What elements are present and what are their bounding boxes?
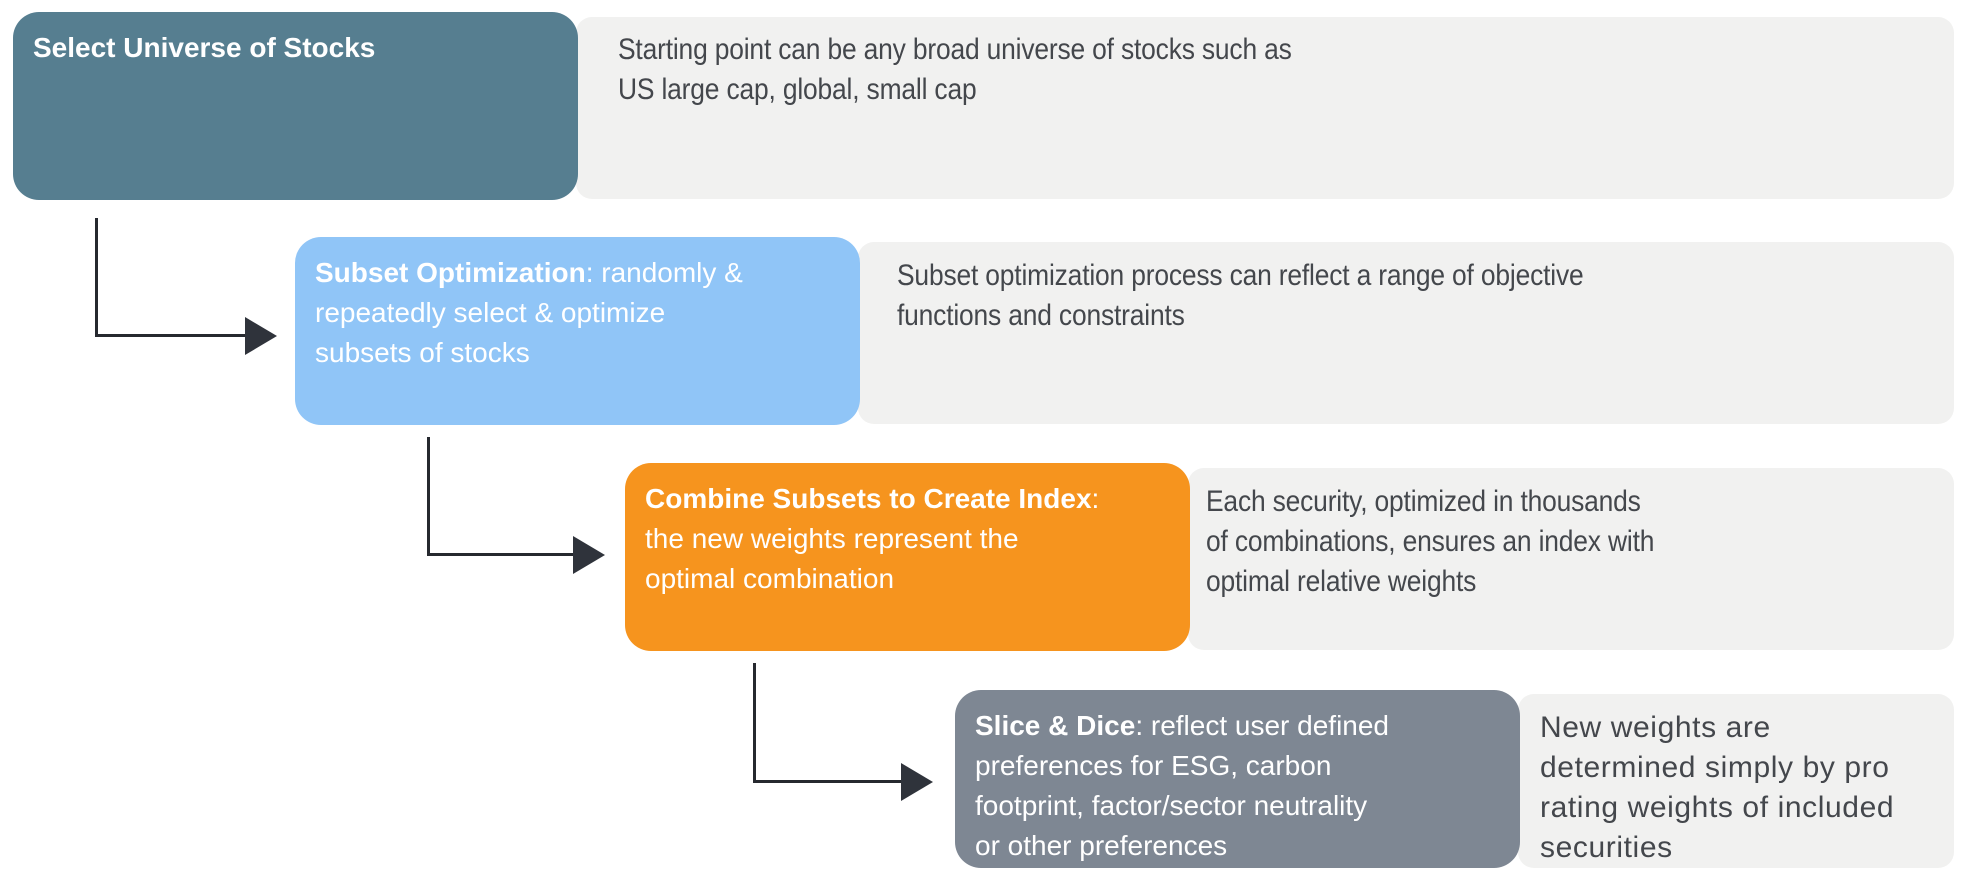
step-box-combine-subsets: Combine Subsets to Create Index: the new…: [625, 463, 1190, 651]
step-description-combine-subsets: Each security, optimized in thousands of…: [1206, 485, 1655, 598]
step-description-select-universe: Starting point can be any broad universe…: [618, 33, 1292, 106]
connector-arrow-3-vertical-line: [753, 663, 756, 783]
step-box-title: Subset Optimization: [315, 257, 586, 288]
connector-arrow-1-head-icon: [245, 317, 277, 355]
step-strip-slice-and-dice: [1518, 694, 1954, 868]
step-box-text: Slice & Dice: reflect user defined prefe…: [975, 706, 1500, 866]
connector-arrow-2-vertical-line: [427, 437, 430, 556]
connector-arrow-3-horizontal-line: [753, 780, 903, 783]
step-strip-combine-subsets: [1188, 468, 1954, 650]
step-box-body: : the new weights represent the optimal …: [645, 483, 1100, 594]
connector-arrow-1-horizontal-line: [95, 334, 247, 337]
step-strip-subset-optimization: [858, 242, 1954, 424]
step-box-select-universe: Select Universe of Stocks: [13, 12, 578, 200]
step-description-subset-optimization: Subset optimization process can reflect …: [897, 259, 1584, 332]
step-box-body: : randomly & repeatedly select & optimiz…: [315, 257, 743, 368]
connector-arrow-2-horizontal-line: [427, 553, 575, 556]
step-box-title: Slice & Dice: [975, 710, 1136, 741]
step-strip-select-universe: [576, 17, 1954, 199]
connector-arrow-1-vertical-line: [95, 218, 98, 336]
step-box-body: : reflect user defined preferences for E…: [975, 710, 1390, 861]
connector-arrow-2-head-icon: [573, 536, 605, 574]
step-box-subset-optimization: Subset Optimization: randomly & repeated…: [295, 237, 860, 425]
step-box-slice-and-dice: Slice & Dice: reflect user defined prefe…: [955, 690, 1520, 868]
step-box-text: Select Universe of Stocks: [33, 28, 558, 68]
step-description-slice-and-dice: New weights are determined simply by pro…: [1540, 711, 1895, 864]
step-box-title: Combine Subsets to Create Index: [645, 483, 1092, 514]
connector-arrow-3-head-icon: [901, 763, 933, 801]
step-box-text: Combine Subsets to Create Index: the new…: [645, 479, 1170, 599]
step-box-text: Subset Optimization: randomly & repeated…: [315, 253, 840, 373]
step-box-title: Select Universe of Stocks: [33, 32, 376, 63]
